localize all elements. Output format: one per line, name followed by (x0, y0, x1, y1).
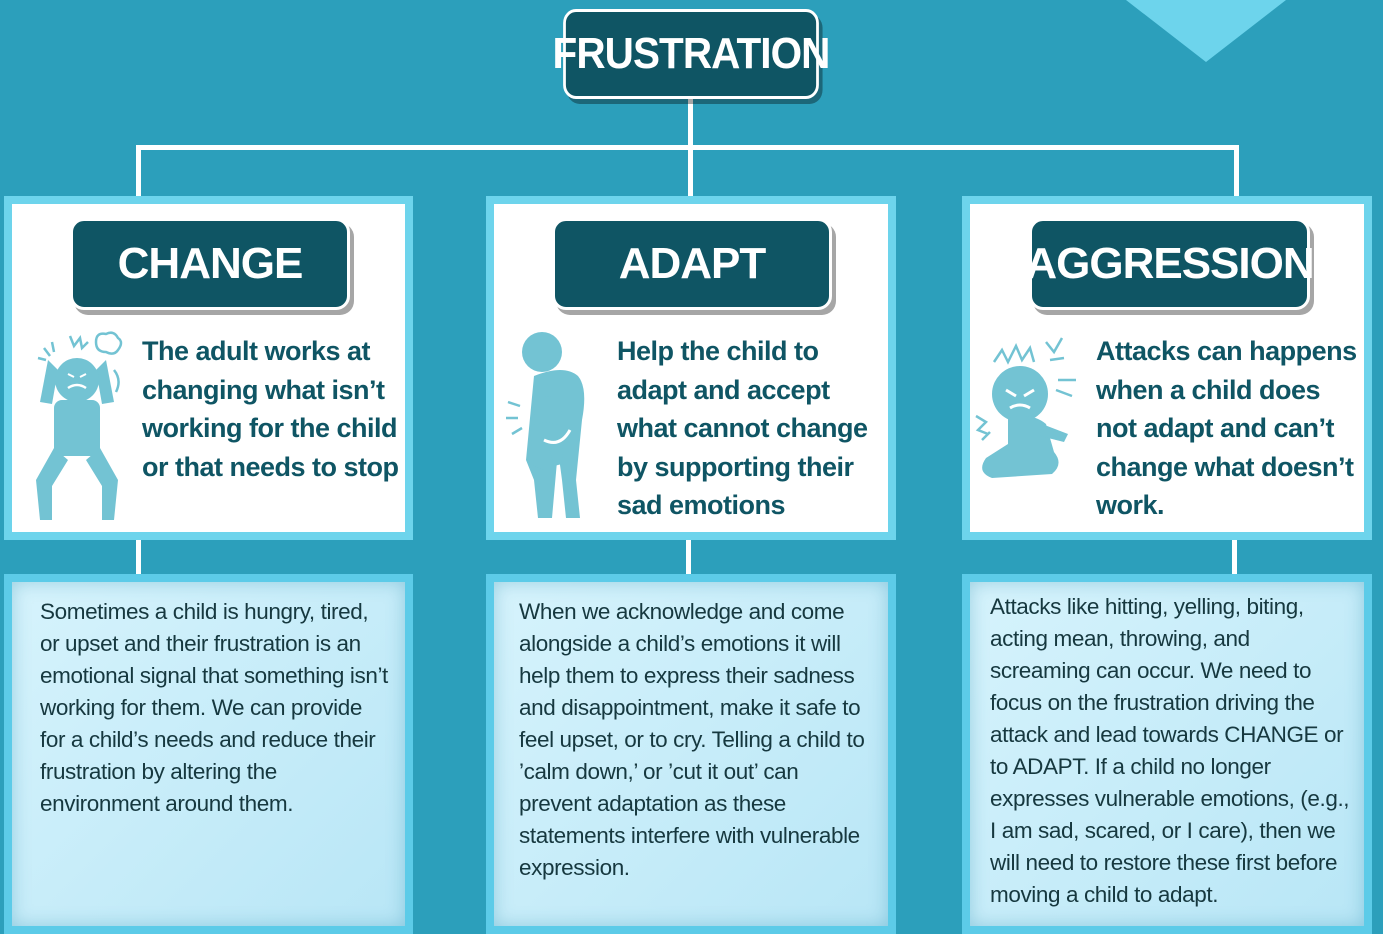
connector-right-drop (1234, 145, 1239, 196)
adult-hugging-child-icon (506, 332, 585, 518)
angry-child-icon (975, 337, 1076, 478)
connector-left-drop (136, 145, 141, 196)
change-detail-box (4, 574, 413, 934)
change-title: CHANGE (70, 218, 350, 310)
adapt-detail: When we acknowledge and come alongside a… (519, 599, 865, 880)
aggression-title: AGGRESSION (1025, 218, 1315, 310)
aggression-summary: Attacks can happens when a child does no… (1096, 336, 1357, 520)
connector-adapt-detail (686, 540, 691, 574)
aggression-detail: Attacks like hitting, yelling, biting, a… (990, 594, 1350, 907)
change-summary: The adult works at changing what isn’t w… (142, 336, 399, 482)
adapt-detail-box (486, 574, 896, 934)
adapt-title: ADAPT (552, 218, 832, 310)
root-title: FRUSTRATION (553, 9, 830, 99)
frustrated-child-icon (36, 331, 123, 520)
connector-change-detail (136, 540, 141, 574)
change-detail: Sometimes a child is hungry, tired, or u… (40, 599, 388, 816)
adapt-summary: Help the child to adapt and accept what … (617, 336, 868, 520)
corner-triangle-decoration (1126, 0, 1286, 62)
connector-horizontal (136, 145, 1239, 150)
aggression-detail-box (962, 574, 1372, 934)
connector-aggression-detail (1232, 540, 1237, 574)
